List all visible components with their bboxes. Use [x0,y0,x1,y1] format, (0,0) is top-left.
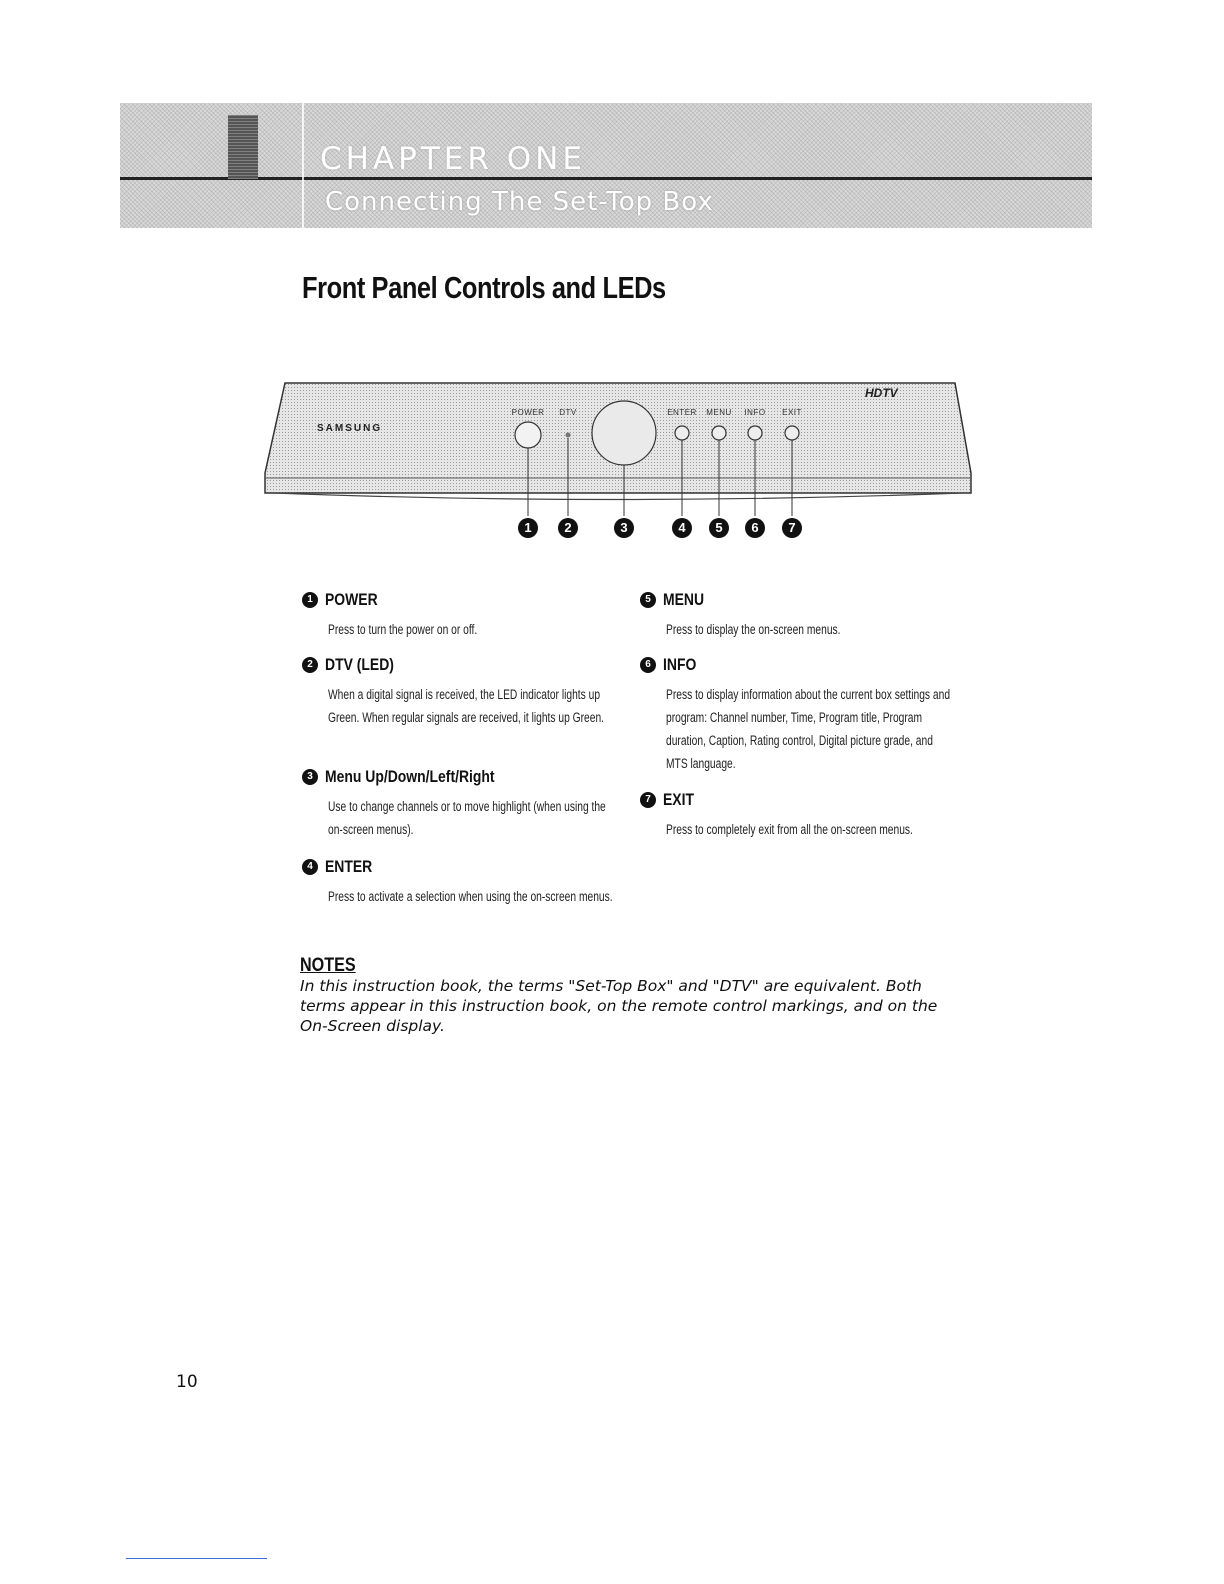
item-power: 1 POWER Press to turn the power on or off… [302,588,632,641]
dtv-label: DTV [559,408,577,417]
item-description: Press to turn the power on or off. [328,622,478,637]
item-title: ENTER [325,857,373,876]
notes-text: In this instruction book, the terms "Set… [300,977,938,1035]
exit-button [784,425,800,441]
callout-3: 3 [614,518,634,538]
footer-line [126,1558,267,1559]
item-number: 6 [640,657,656,673]
item-number: 2 [302,657,318,673]
menu-label: MENU [706,408,732,417]
info-label: INFO [744,408,766,417]
power-button [514,421,542,449]
hdtv-logo: HDTV [865,386,898,400]
item-title: EXIT [663,790,694,809]
page-number: 10 [176,1372,198,1392]
brand-logo: SAMSUNG [317,423,383,434]
chapter-label: CHAPTER ONE [320,141,586,177]
item-title: DTV (LED) [325,655,394,674]
callout-2: 2 [558,518,578,538]
chapter-title: Connecting The Set-Top Box [325,187,714,217]
item-info: 6 INFO Press to display information about… [640,653,970,775]
item-description: Use to change channels or to move highli… [328,799,606,837]
item-title: Menu Up/Down/Left/Right [325,767,495,786]
item-menu: 5 MENU Press to display the on-screen men… [640,588,970,641]
item-number: 1 [302,592,318,608]
item-description: Press to display the on-screen menus. [666,622,841,637]
item-title: MENU [663,590,705,609]
power-label: POWER [511,408,545,417]
front-panel-illustration: SAMSUNG POWER DTV ENTER MENU INFO EXIT H… [255,378,979,548]
notes-title: NOTES [300,955,356,976]
item-description: When a digital signal is received, the L… [328,687,605,725]
dtv-led [565,432,571,438]
callout-7: 7 [782,518,802,538]
item-description: Press to activate a selection when using… [328,889,613,904]
item-enter: 4 ENTER Press to activate a selection whe… [302,855,632,908]
enter-button [674,425,690,441]
item-dtv-led: 2 DTV (LED) When a digital signal is rece… [302,653,632,729]
front-panel-drawing [264,382,972,516]
item-number: 5 [640,592,656,608]
item-exit: 7 EXIT Press to completely exit from all … [640,788,970,841]
chapter-number: 1 [228,115,258,179]
nav-dial [591,400,657,466]
banner-divider [302,103,304,228]
exit-label: EXIT [782,408,802,417]
callout-5: 5 [709,518,729,538]
item-title: POWER [325,590,378,609]
item-number: 4 [302,859,318,875]
item-title: INFO [663,655,697,674]
item-menu-navigation: 3 Menu Up/Down/Left/Right Use to change c… [302,765,632,841]
chapter-banner: 1 CHAPTER ONE Connecting The Set-Top Box [120,103,1092,228]
callout-6: 6 [745,518,765,538]
callout-4: 4 [672,518,692,538]
item-description: Press to display information about the c… [666,687,951,771]
menu-button [711,425,727,441]
enter-label: ENTER [667,408,697,417]
item-number: 3 [302,769,318,785]
item-description: Press to completely exit from all the on… [666,822,913,837]
info-button [747,425,763,441]
banner-rule [120,177,1092,180]
item-number: 7 [640,792,656,808]
section-title: Front Panel Controls and LEDs [302,270,666,305]
callout-1: 1 [518,518,538,538]
